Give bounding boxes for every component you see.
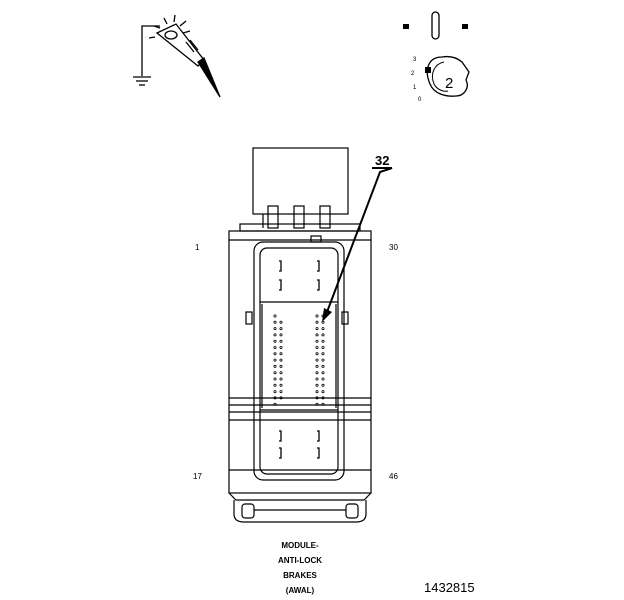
pin-cavity <box>321 339 325 343</box>
pin-cavity <box>321 352 325 356</box>
pin-label-bottom-right: 46 <box>389 472 398 481</box>
pin-label-top-left: 1 <box>195 243 200 252</box>
pin-cavity <box>315 402 319 406</box>
pin-cavity <box>321 345 325 349</box>
pin-cavity <box>273 364 277 368</box>
pin-cavity <box>273 320 277 324</box>
caption-line-2: ANTI-LOCK <box>278 556 322 565</box>
pin-cavity <box>279 327 283 331</box>
pin-cavity <box>321 371 325 375</box>
pin-cavity <box>315 358 319 362</box>
large-terminals <box>279 260 320 459</box>
callout-leader <box>322 167 393 322</box>
pin-cavity <box>273 358 277 362</box>
pin-cavity <box>279 339 283 343</box>
caption-line-1: MODULE- <box>281 541 319 550</box>
pin-cavity <box>279 383 283 387</box>
test-light-probe-icon <box>133 14 221 98</box>
pin-cavity <box>273 371 277 375</box>
pin-cavity <box>279 364 283 368</box>
pin-cavity <box>273 390 277 394</box>
pin-cavity <box>315 364 319 368</box>
pin-cavity <box>273 383 277 387</box>
pin-cavity <box>321 383 325 387</box>
pin-cavity <box>279 333 283 337</box>
pin-cavity <box>279 358 283 362</box>
pin-cavity <box>321 320 325 324</box>
ignition-pos-3: 3 <box>413 57 417 63</box>
pin-cavity <box>321 377 325 381</box>
pin-cavity <box>279 371 283 375</box>
pin-cavity <box>315 314 319 318</box>
pin-cavity <box>273 352 277 356</box>
ignition-key-number: 2 <box>445 75 453 92</box>
pin-cavity <box>273 345 277 349</box>
figure-number: 1432815 <box>424 580 475 595</box>
pin-cavity <box>273 339 277 343</box>
ignition-pos-1: 1 <box>413 85 417 91</box>
caption-line-3: BRAKES <box>283 571 317 580</box>
pin-cavity <box>273 377 277 381</box>
pin-cavity <box>279 352 283 356</box>
pin-cavity <box>273 333 277 337</box>
pin-cavity <box>273 402 277 406</box>
pin-cavity <box>315 371 319 375</box>
connector-body <box>228 147 372 523</box>
ignition-switch-icon: 3 2 1 0 2 <box>403 11 470 103</box>
pin-cavity <box>315 390 319 394</box>
pin-cavity <box>315 396 319 400</box>
pin-cavity <box>321 396 325 400</box>
pin-cavity <box>315 327 319 331</box>
pin-cavity <box>279 396 283 400</box>
pin-cavity <box>321 402 325 406</box>
pin-cavity <box>315 352 319 356</box>
pin-cavity <box>321 358 325 362</box>
pin-cavity <box>315 383 319 387</box>
pin-cavity <box>273 396 277 400</box>
caption-line-4: (AWAL) <box>286 586 315 595</box>
pin-cavity <box>279 320 283 324</box>
pin-cavity <box>321 390 325 394</box>
pin-cavity <box>279 377 283 381</box>
pin-cavity <box>315 339 319 343</box>
pin-cavity <box>315 333 319 337</box>
ignition-pos-0: 0 <box>418 97 422 103</box>
pin-cavity <box>273 327 277 331</box>
pin-cavity <box>273 314 277 318</box>
ignition-pos-2: 2 <box>411 71 415 77</box>
pin-cavity <box>279 345 283 349</box>
pin-cavity <box>321 327 325 331</box>
pin-cavity <box>279 390 283 394</box>
pin-label-bottom-left: 17 <box>193 472 202 481</box>
pin-cavity <box>315 320 319 324</box>
pin-cavity <box>321 364 325 368</box>
pin-cavity <box>315 345 319 349</box>
signal-pin-grid <box>273 314 325 406</box>
pin-label-top-right: 30 <box>389 243 398 252</box>
pin-cavity <box>321 333 325 337</box>
pin-cavity <box>315 377 319 381</box>
connector-caption: MODULE- ANTI-LOCK BRAKES (AWAL) <box>278 541 322 595</box>
callout-number: 32 <box>375 153 389 168</box>
